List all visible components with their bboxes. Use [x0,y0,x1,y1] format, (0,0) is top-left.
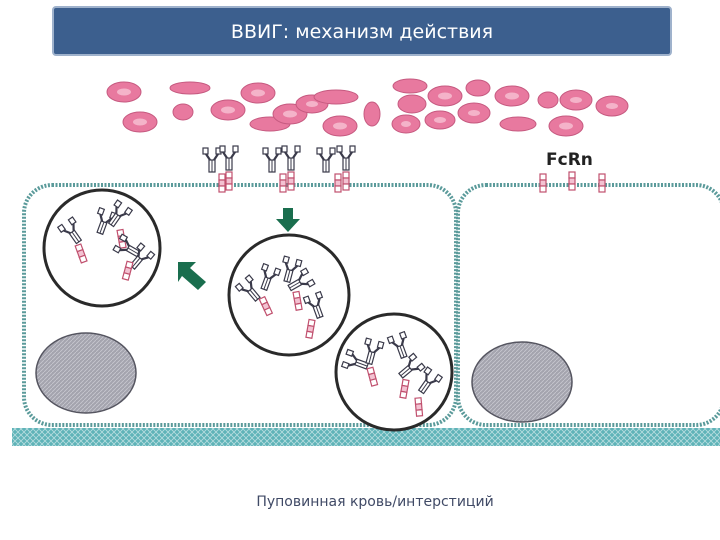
rbc-4 [169,81,211,95]
rbc-1 [106,81,142,103]
rbc-14 [391,114,421,134]
rbc-2 [122,111,158,133]
arrow-up-left-icon [178,262,206,290]
endosome-2 [227,233,351,357]
fcrn-receptor-2 [568,171,576,191]
title-bar: ВВИГ: механизм действия [52,6,672,56]
nucleus-left [35,332,137,414]
rbc-10 [322,115,358,137]
rbc-23 [548,115,584,137]
rbc-5 [210,99,246,121]
slide-title: ВВИГ: механизм действия [230,21,494,43]
rbc-25 [595,95,629,117]
rbc-11 [313,89,359,105]
rbc-17 [424,110,456,130]
fcrn-receptor-3 [598,173,606,193]
rbc-22 [537,91,559,109]
rbc-12 [363,101,381,127]
rbc-20 [494,85,530,107]
nucleus-right [471,341,573,423]
rbc-24 [559,89,593,111]
rbc-13 [392,78,428,94]
fcrn-label: FcRn [546,150,593,170]
basement-membrane [12,428,720,446]
rbc-18 [457,102,491,124]
rbc-6 [240,82,276,104]
bottom-label: Пуповинная кровь/интерстиций [256,494,494,510]
red-blood-cells [106,78,629,137]
rbc-3 [172,103,194,121]
fcrn-receptor-1 [539,173,547,193]
rbc-16 [427,85,463,107]
rbc-19 [465,79,491,97]
endosome-3 [334,312,454,432]
rbc-21 [499,116,537,132]
arrow-down-icon [276,208,300,232]
rbc-15 [397,94,427,114]
